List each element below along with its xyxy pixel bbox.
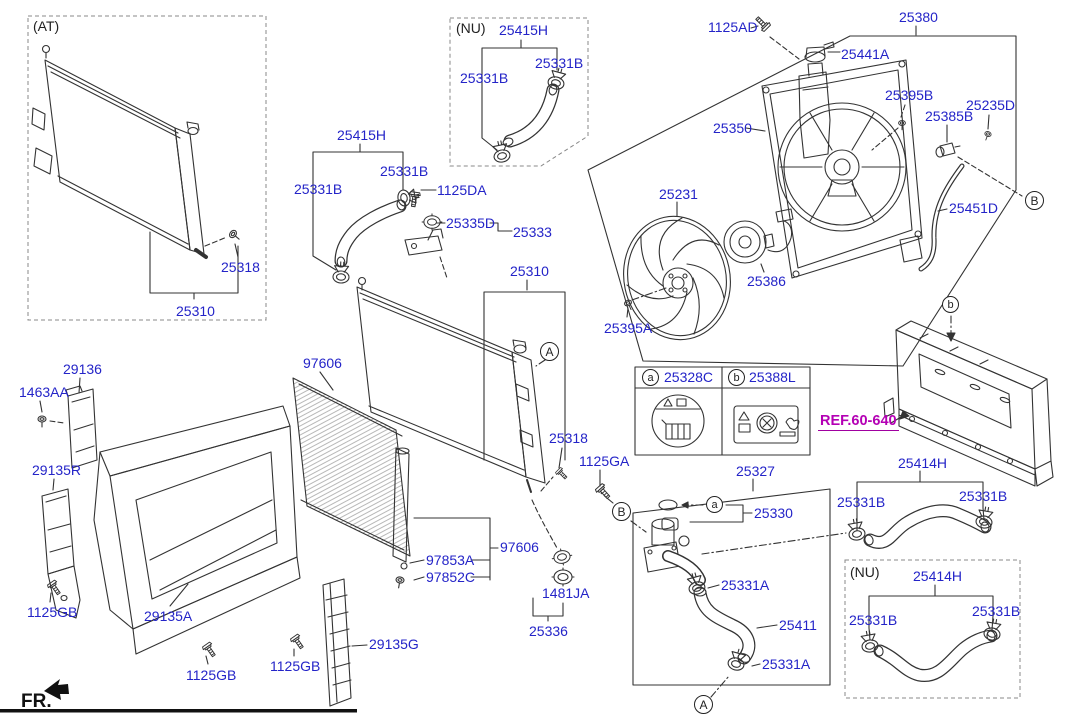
ref-60-640-link[interactable]: REF.60-640 — [818, 413, 899, 431]
callout-a-table: a — [642, 369, 659, 386]
part-label-25414H-nu[interactable]: 25414H — [913, 568, 963, 584]
part-label-25331B-left[interactable]: 25331B — [294, 181, 343, 197]
part-label-97852C[interactable]: 97852C — [426, 569, 476, 585]
part-label-25395B[interactable]: 25395B — [885, 87, 934, 103]
lower-hose-drawings — [845, 470, 1004, 683]
part-label-1125DA[interactable]: 1125DA — [437, 182, 487, 198]
part-label-25331B-nu2-right[interactable]: 25331B — [972, 603, 1021, 619]
part-label-25331B-nu2-left[interactable]: 25331B — [849, 612, 898, 628]
dashed-group-boxes — [27, 15, 1021, 699]
part-label-25451D[interactable]: 25451D — [949, 200, 999, 216]
callout-a-inlet: a — [706, 496, 723, 513]
part-label-25331A-1[interactable]: 25331A — [721, 577, 770, 593]
callout-b-carrier: b — [942, 296, 959, 313]
part-label-25331B-upper[interactable]: 25331B — [380, 163, 429, 179]
part-label-25350[interactable]: 25350 — [713, 120, 752, 136]
fan-assembly-drawing — [587, 13, 1023, 367]
part-label-25415H[interactable]: 25415H — [337, 127, 387, 143]
table-header-25328C[interactable]: 25328C — [664, 369, 714, 385]
carrier-drawing — [883, 315, 1054, 487]
part-label-25336[interactable]: 25336 — [529, 623, 568, 639]
part-label-25330[interactable]: 25330 — [754, 505, 793, 521]
middle-hose-drawing — [312, 143, 513, 284]
main-radiator-drawing — [356, 276, 613, 622]
part-label-1125GB-2[interactable]: 1125GB — [186, 667, 237, 683]
part-label-25231[interactable]: 25231 — [659, 186, 698, 202]
at-box-tag: (AT) — [33, 18, 60, 34]
part-label-29135A[interactable]: 29135A — [144, 608, 193, 624]
part-label-25441A[interactable]: 25441A — [841, 46, 890, 62]
nu-top-box-tag: (NU) — [456, 20, 486, 36]
part-label-25333[interactable]: 25333 — [513, 224, 552, 240]
at-radiator-drawing — [31, 44, 243, 300]
nu-bottom-box-tag: (NU) — [850, 564, 880, 580]
part-label-1463AA[interactable]: 1463AA — [19, 384, 69, 400]
part-label-25331B-up-right[interactable]: 25331B — [959, 488, 1008, 504]
part-label-25386[interactable]: 25386 — [747, 273, 786, 289]
part-label-25415H-nu[interactable]: 25415H — [499, 22, 549, 38]
part-label-25385B[interactable]: 25385B — [925, 108, 974, 124]
callout-B-inlet: B — [612, 502, 631, 521]
part-label-1125GB-1[interactable]: 1125GB — [27, 604, 78, 620]
part-label-25335D[interactable]: 25335D — [446, 215, 496, 231]
part-label-25331B-nu-right[interactable]: 25331B — [535, 55, 584, 71]
part-label-29136[interactable]: 29136 — [63, 361, 102, 377]
callout-b-table: b — [728, 369, 745, 386]
table-header-25388L[interactable]: 25388L — [749, 369, 796, 385]
part-label-25331A-2[interactable]: 25331A — [762, 656, 811, 672]
callout-A-radiator: A — [540, 342, 559, 361]
front-direction-arrow — [0, 679, 357, 713]
caution-label-table — [634, 366, 811, 456]
callout-A-hose: A — [694, 695, 713, 714]
part-label-25395A[interactable]: 25395A — [604, 320, 653, 336]
air-guard-drawings — [37, 377, 368, 707]
callout-B-fan: B — [1025, 191, 1044, 210]
condenser-drawing — [292, 371, 499, 590]
part-label-1125AD[interactable]: 1125AD — [708, 19, 758, 35]
part-label-25318[interactable]: 25318 — [549, 430, 588, 446]
part-label-25318-at[interactable]: 25318 — [221, 259, 260, 275]
part-label-1481JA[interactable]: 1481JA — [542, 585, 590, 601]
part-label-25327[interactable]: 25327 — [736, 463, 775, 479]
part-label-25331B-nu-left[interactable]: 25331B — [460, 70, 509, 86]
part-label-1125GB-3[interactable]: 1125GB — [270, 658, 321, 674]
fr-direction-label: FR. — [21, 691, 52, 712]
part-label-1125GA[interactable]: 1125GA — [579, 453, 630, 469]
part-label-25411[interactable]: 25411 — [779, 617, 817, 633]
part-label-25310-at[interactable]: 25310 — [176, 303, 215, 319]
nu-top-hose-drawing — [481, 39, 569, 165]
part-label-25235D[interactable]: 25235D — [966, 97, 1016, 113]
part-label-29135G[interactable]: 29135G — [369, 636, 419, 652]
part-label-97606-right[interactable]: 97606 — [500, 539, 539, 555]
part-label-97853A[interactable]: 97853A — [426, 552, 475, 568]
part-label-29135R[interactable]: 29135R — [32, 462, 82, 478]
part-label-97606-top[interactable]: 97606 — [303, 355, 342, 371]
part-label-25310[interactable]: 25310 — [510, 263, 549, 279]
part-label-25380[interactable]: 25380 — [899, 9, 938, 25]
water-inlet-drawing — [600, 478, 847, 698]
part-label-25414H-upper[interactable]: 25414H — [898, 455, 948, 471]
part-label-25331B-up-left[interactable]: 25331B — [837, 494, 886, 510]
